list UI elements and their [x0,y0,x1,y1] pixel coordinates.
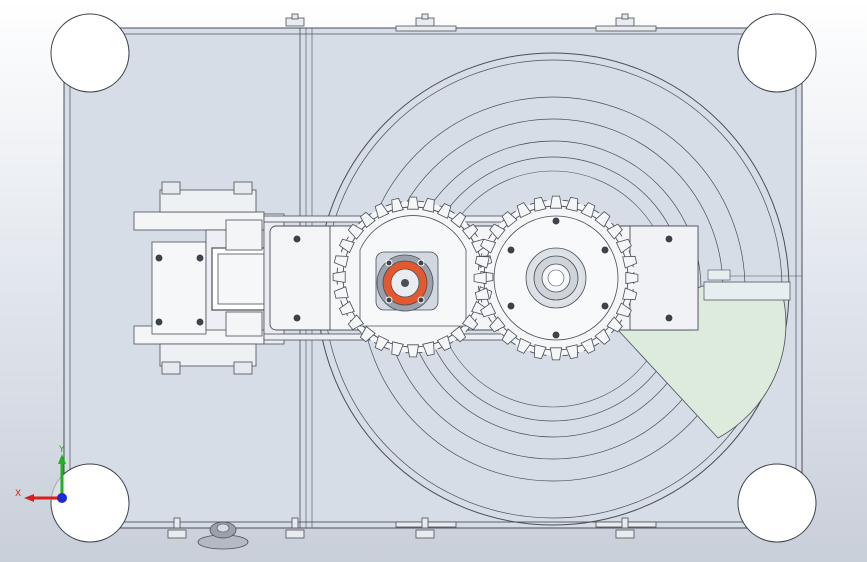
gear-tooth [450,325,467,343]
gear-tooth [347,223,365,240]
triad-y-label: Y [58,445,65,455]
caster-foot [197,521,249,550]
gear-tooth [450,211,467,229]
gear-tooth [615,238,632,254]
gear-tooth [565,344,579,360]
gear-tooth [549,347,563,361]
driven-gear [477,199,635,357]
gear-tooth [622,255,638,269]
gear-tooth [333,255,349,268]
frame-bolts [167,13,657,539]
gear-tooth [489,223,506,240]
gear-tooth [374,202,390,219]
gear-tooth [422,341,435,357]
gear-tooth [474,287,490,301]
gear-tooth [461,314,479,331]
gear-tooth [333,286,349,299]
gear-tooth [533,196,547,212]
gear-tooth [473,271,487,285]
gear-tooth [436,335,452,352]
gear-tooth [501,328,518,345]
gear-tooth [436,202,452,219]
gear-tooth [480,302,497,318]
gear-tooth [580,202,596,219]
gear-tooth [594,211,611,228]
gear-tooth [461,223,479,240]
gear-tooth [391,341,404,357]
gear-tooth [407,344,419,358]
drive-gear [336,200,490,354]
gear-tooth [474,255,490,269]
bolt-heads [154,216,674,340]
gear-tooth [359,325,376,343]
gear-tooth [606,223,623,240]
gear-tooth [338,300,355,316]
triad-x-label: X [15,489,21,499]
gear-tooth [338,238,355,254]
gear-tooth [347,314,365,331]
gear-tooth [606,316,623,333]
gear-tooth [489,316,506,333]
gear-tooth [580,337,596,354]
gear-tooth [516,337,532,354]
gear-tooth [407,196,419,210]
gear-tooth [549,195,563,209]
gear-tooth [501,211,518,228]
gear-tooth [615,302,632,318]
gear-tooth [359,211,376,229]
gear-tooth [480,238,497,254]
gear-tooth [374,335,390,352]
gear-tooth [516,202,532,219]
gear-tooth [422,197,435,213]
gear-tooth [533,344,547,360]
gear-tooth [622,287,638,301]
corner-feet [50,13,817,543]
gear-tooth [594,328,611,345]
gear-tooth [565,196,579,212]
gear-tooth [332,271,346,283]
orientation-triad: Y X [15,445,67,503]
gear-tooth [625,271,639,285]
driven-gear-teeth [473,195,639,361]
gear-tooth [391,197,404,213]
